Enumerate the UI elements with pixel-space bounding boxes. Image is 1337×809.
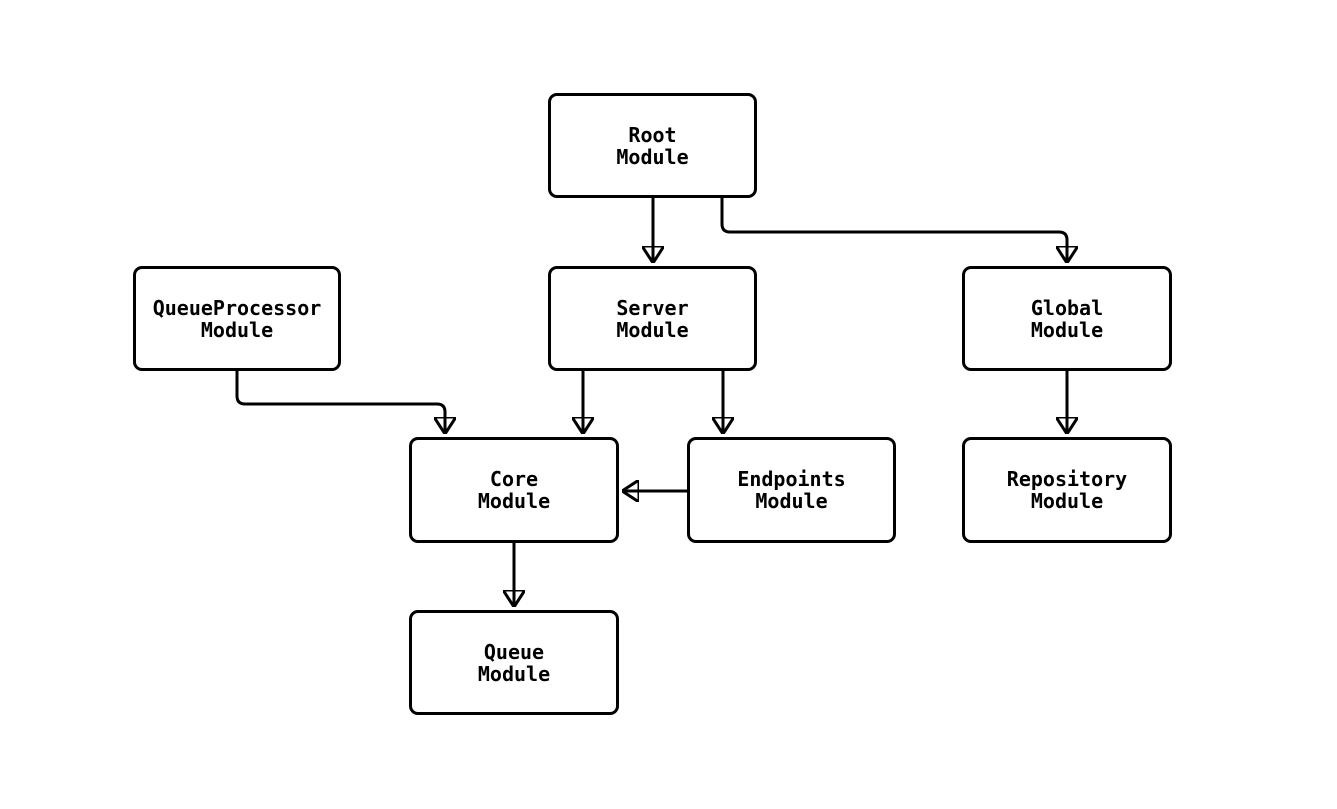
node-label-line: Module — [616, 144, 689, 169]
node-root-module: Root Module — [548, 93, 757, 198]
node-label-line: Server — [616, 295, 689, 320]
node-label-line: Module — [200, 317, 274, 342]
node-label-line: Module — [477, 661, 551, 686]
node-label-line: Repository — [1006, 467, 1128, 491]
node-label-line: Module — [755, 489, 828, 513]
node-label-line: QueueProcessor — [152, 295, 322, 320]
node-core-module: Core Module — [409, 437, 619, 543]
node-label-line: Endpoints — [737, 467, 846, 491]
node-label-line: Module — [616, 317, 689, 342]
node-label-line: Core — [489, 467, 539, 491]
node-label-line: Module — [477, 489, 551, 513]
edge-root-to-global — [720, 198, 1067, 262]
node-label-line: Module — [1030, 489, 1104, 513]
node-label-line: Queue — [483, 639, 545, 664]
node-queueprocessor-module: QueueProcessor Module — [133, 266, 341, 371]
node-repository-module: Repository Module — [962, 437, 1172, 543]
edge-queueprocessor-to-core — [235, 371, 445, 433]
node-label-line: Root — [628, 122, 677, 147]
node-global-module: Global Module — [962, 266, 1172, 371]
node-label-line: Module — [1030, 317, 1104, 342]
node-queue-module: Queue Module — [409, 610, 619, 715]
node-endpoints-module: Endpoints Module — [687, 437, 896, 543]
node-server-module: Server Module — [548, 266, 757, 371]
node-label-line: Global — [1030, 295, 1104, 320]
